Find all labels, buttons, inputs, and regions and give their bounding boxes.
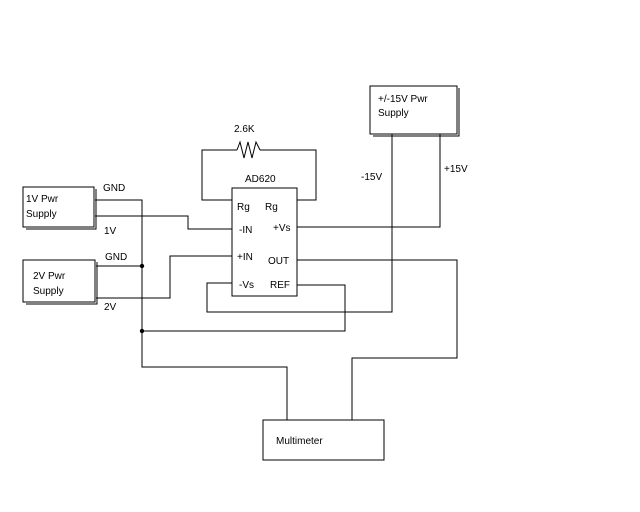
- junction-dot-gnd: [139, 263, 145, 269]
- ad620-title: AD620: [245, 174, 276, 185]
- pin-vs-plus: +Vs: [273, 223, 291, 234]
- supply-15v-box: [369, 85, 458, 135]
- pin-rg-left: Rg: [237, 202, 250, 213]
- wire-out: [297, 259, 458, 420]
- supply-2v-shadow: [26, 262, 98, 305]
- wire-1v-to-in-minus: [95, 215, 232, 230]
- ad620-amplifier: AD620 Rg Rg -IN +Vs +IN OUT -Vs REF: [231, 174, 298, 297]
- supply-1v-label-line2: Supply: [26, 209, 57, 220]
- label-gnd-1v: GND: [103, 183, 125, 194]
- supply-15v: +/-15V Pwr Supply: [369, 85, 460, 137]
- wire-vs-minus: [206, 134, 393, 313]
- label-1v: 1V: [104, 226, 117, 237]
- multimeter-label: Multimeter: [276, 436, 323, 447]
- junction-dot-ref: [139, 328, 145, 334]
- multimeter-box: [262, 419, 385, 461]
- wire-gnd-1v: [95, 199, 288, 420]
- wires: [95, 134, 458, 420]
- supply-2v: 2V Pwr Supply: [22, 259, 98, 305]
- supply-1v-label-line1: 1V Pwr: [26, 194, 59, 205]
- label-2v: 2V: [104, 302, 117, 313]
- supply-15v-shadow: [373, 88, 460, 137]
- wire-labels: GND 1V GND 2V -15V +15V: [103, 164, 468, 313]
- supply-15v-label-line1: +/-15V Pwr: [378, 94, 428, 105]
- wire-vs-plus: [297, 134, 441, 228]
- supply-2v-label-line2: Supply: [33, 286, 64, 297]
- label-plus-15v: +15V: [444, 164, 468, 175]
- wire-resistor-right: [260, 149, 317, 201]
- label-gnd-2v: GND: [105, 252, 127, 263]
- supply-1v-box: [22, 186, 95, 228]
- wire-resistor-left: [201, 149, 237, 201]
- wire-ref: [142, 284, 346, 332]
- multimeter: Multimeter: [262, 419, 385, 461]
- resistor: 2.6K: [234, 124, 261, 159]
- pin-out: OUT: [268, 256, 289, 267]
- wire-2v-to-in-plus: [96, 255, 232, 299]
- pin-ref: REF: [270, 280, 290, 291]
- pin-vs-minus: -Vs: [239, 280, 254, 291]
- supply-2v-box: [22, 259, 96, 303]
- supply-15v-label-line2: Supply: [378, 108, 409, 119]
- pin-in-plus: +IN: [237, 252, 253, 263]
- supply-1v-shadow: [26, 189, 97, 230]
- ad620-box: [231, 187, 298, 297]
- supply-1v: 1V Pwr Supply: [22, 186, 97, 230]
- supply-2v-label-line1: 2V Pwr: [33, 271, 66, 282]
- resistor-value-label: 2.6K: [234, 124, 255, 135]
- pin-rg-right: Rg: [265, 202, 278, 213]
- resistor-zigzag: [236, 140, 261, 159]
- pin-in-minus: -IN: [239, 225, 252, 236]
- label-minus-15v: -15V: [361, 172, 382, 183]
